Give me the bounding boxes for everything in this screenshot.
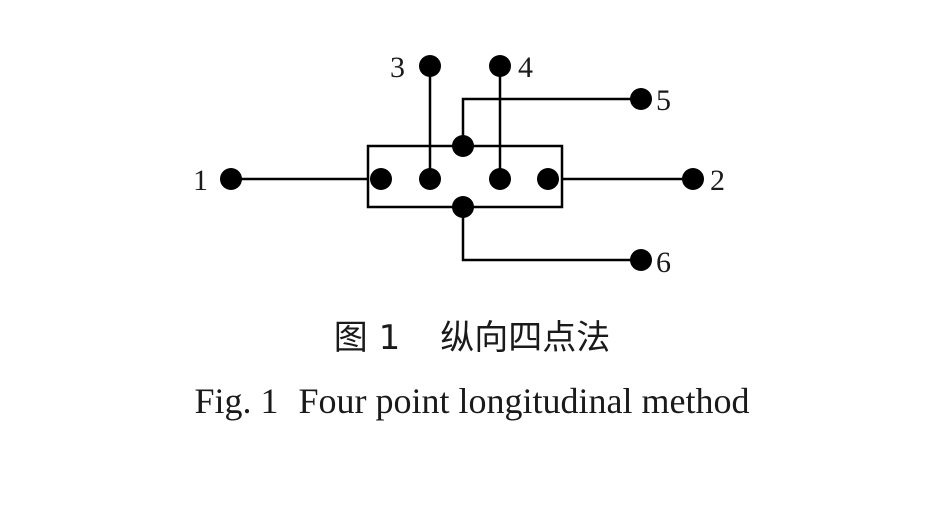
terminal-label-4: 4 xyxy=(518,51,533,84)
terminal-2 xyxy=(682,168,704,190)
terminal-6 xyxy=(630,249,652,271)
terminal-label-5: 5 xyxy=(656,84,671,117)
wire-5 xyxy=(461,97,641,146)
figure-title-chinese: 纵向四点法 xyxy=(440,318,611,358)
terminal-label-1: 1 xyxy=(193,164,208,197)
figure-number-english: Fig. 1 xyxy=(194,381,279,421)
terminal-label-3: 3 xyxy=(390,51,405,84)
terminal-label-2: 2 xyxy=(710,164,725,197)
figure-title-english: Four point longitudinal method xyxy=(298,381,750,421)
figure-number-chinese: 图 1 xyxy=(333,318,401,358)
contact-point-4 xyxy=(489,168,511,190)
contact-point-top xyxy=(452,135,474,157)
terminal-4 xyxy=(489,55,511,77)
figure-caption-chinese: 图 1 纵向四点法 xyxy=(0,316,944,360)
contact-point-3 xyxy=(419,168,441,190)
contact-point-right xyxy=(537,168,559,190)
four-point-diagram: 1 2 3 4 5 6 xyxy=(193,51,725,279)
terminal-1 xyxy=(220,168,242,190)
contact-point-left xyxy=(370,168,392,190)
terminal-3 xyxy=(419,55,441,77)
terminal-label-6: 6 xyxy=(656,246,671,279)
wire-6 xyxy=(461,207,641,262)
figure-caption-english: Fig. 1 Four point longitudinal method xyxy=(0,378,944,424)
terminal-5 xyxy=(630,88,652,110)
contact-point-bottom xyxy=(452,196,474,218)
